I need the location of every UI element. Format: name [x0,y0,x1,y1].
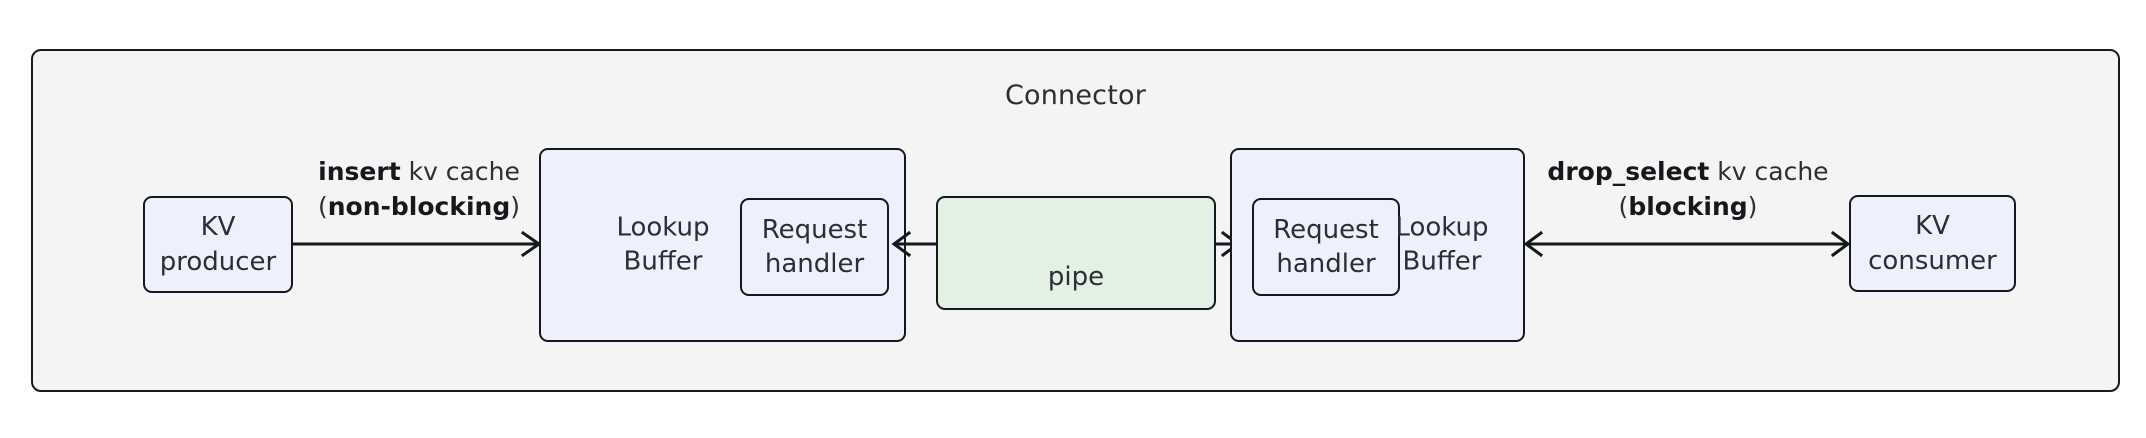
lookup-buffer-right-line1: Lookup [1395,212,1489,243]
edge-label-drop-select-bold: drop_select [1547,157,1710,186]
kv-producer-line1: KV [200,212,236,243]
lookup-buffer-left-label: Lookup Buffer [589,211,737,280]
edge-label-insert-rest: kv cache [400,157,520,186]
pipe-label: pipe [1047,261,1105,292]
edge-label-insert-line2: (non-blocking) [288,190,550,225]
lookup-buffer-right-label: Lookup Buffer [1379,211,1505,280]
edge-label-drop-select-line2: (blocking) [1528,190,1848,225]
edge-label-drop-select-rest: kv cache [1709,157,1829,186]
edge-label-insert: insert kv cache (non-blocking) [288,155,550,224]
node-kv-consumer[interactable]: KV consumer [1849,195,2016,292]
kv-producer-line2: producer [159,246,277,277]
edge-label-drop-select-prefix: ( [1618,191,1629,221]
request-handler-left-line1: Request [761,214,868,245]
edge-label-insert-line1: insert kv cache [288,155,550,190]
connector-title: Connector [1004,80,1147,111]
kv-consumer-line1: KV [1915,211,1950,242]
request-handler-left-line2: handler [764,249,865,279]
request-handler-right-line2: handler [1276,249,1376,279]
edge-label-drop-select: drop_select kv cache (blocking) [1528,155,1848,224]
node-lookup-buffer-left[interactable]: Lookup Buffer Request handler [539,148,906,342]
lookup-buffer-right-line2: Buffer [1402,247,1482,277]
arrow-insert [293,230,542,258]
edge-label-drop-select-bold2: blocking [1628,191,1748,221]
node-pipe[interactable]: pipe [936,196,1216,310]
node-request-handler-left[interactable]: Request handler [740,198,889,296]
edge-label-insert-bold2: non-blocking [327,191,511,221]
edge-label-drop-select-suffix: ) [1747,191,1758,221]
edge-label-drop-select-line1: drop_select kv cache [1528,155,1848,190]
edge-label-insert-bold: insert [318,157,401,186]
kv-consumer-line2: consumer [1868,245,1997,276]
arrow-drop-select-bidirectional [1523,230,1851,258]
lookup-buffer-left-line2: Buffer [623,247,703,277]
edge-label-insert-suffix: ) [510,191,521,221]
node-request-handler-right[interactable]: Request handler [1252,198,1400,296]
lookup-buffer-left-line1: Lookup [616,212,710,243]
node-lookup-buffer-right[interactable]: Request handler Lookup Buffer [1230,148,1525,342]
edge-label-insert-prefix: ( [317,191,328,221]
request-handler-right-line1: Request [1273,214,1379,245]
node-kv-producer[interactable]: KV producer [143,196,293,293]
